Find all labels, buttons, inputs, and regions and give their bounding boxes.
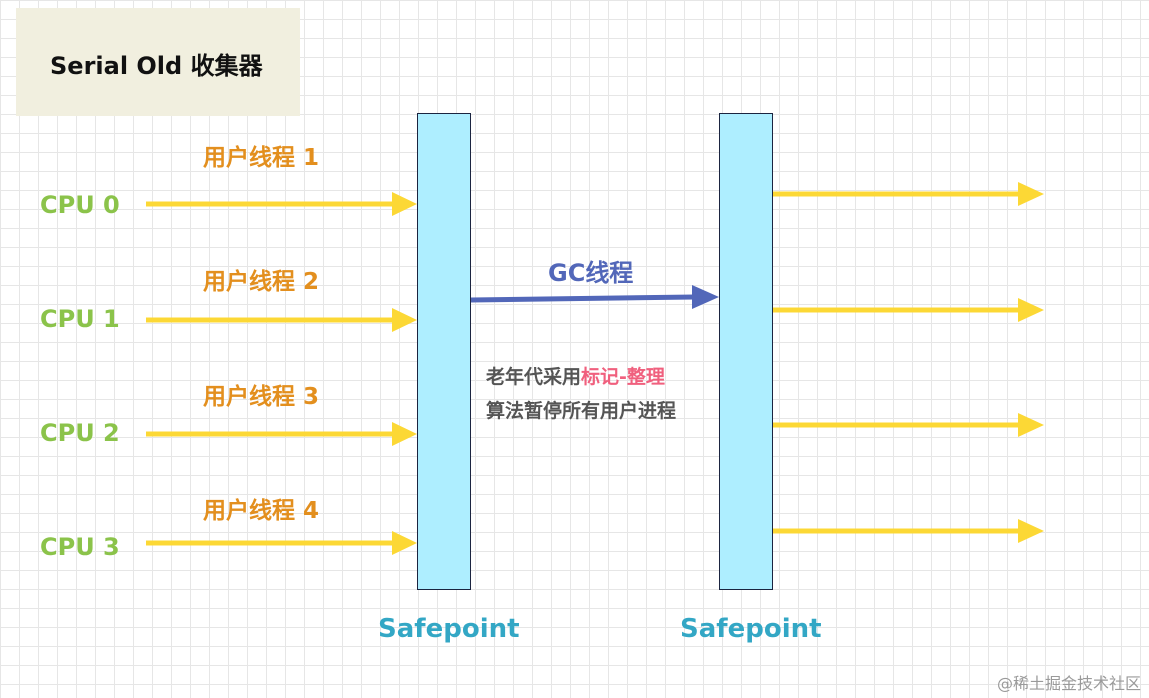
cpu-1-arrow-in [146,308,417,332]
safepoint-label-right: Safepoint [680,614,822,644]
cpu-3-arrow-out [773,519,1044,543]
cpu-label-3: CPU 3 [40,533,120,561]
thread-label-4: 用户线程 4 [203,498,320,524]
cpu-1-arrow-out [773,298,1044,322]
diagram-title: Serial Old 收集器 [50,52,263,80]
cpu-label-0: CPU 0 [40,191,120,219]
gc-thread-label: GC线程 [548,259,634,287]
cpu-2-arrow-in [146,422,417,446]
description-line-1: 老年代采用标记-整理 [486,362,665,389]
thread-label-1: 用户线程 1 [203,145,320,171]
cpu-label-2: CPU 2 [40,419,120,447]
cpu-2-arrow-out [773,413,1044,437]
cpu-label-1: CPU 1 [40,305,120,333]
safepoint-bar-right [719,113,773,590]
cpu-0-arrow-in [146,192,417,216]
cpu-3-arrow-in [146,531,417,555]
thread-label-3: 用户线程 3 [203,384,320,410]
cpu-0-arrow-out [773,182,1044,206]
description-line-2: 算法暂停所有用户进程 [486,400,677,422]
title-box [16,8,300,116]
gc-thread-arrow [470,285,719,309]
watermark: @稀土掘金技术社区 [996,674,1141,693]
safepoint-label-left: Safepoint [378,614,520,644]
description-prefix: 老年代采用 [486,366,582,388]
description-highlight: 标记-整理 [581,366,665,388]
thread-label-2: 用户线程 2 [203,269,320,295]
safepoint-bar-left [417,113,471,590]
